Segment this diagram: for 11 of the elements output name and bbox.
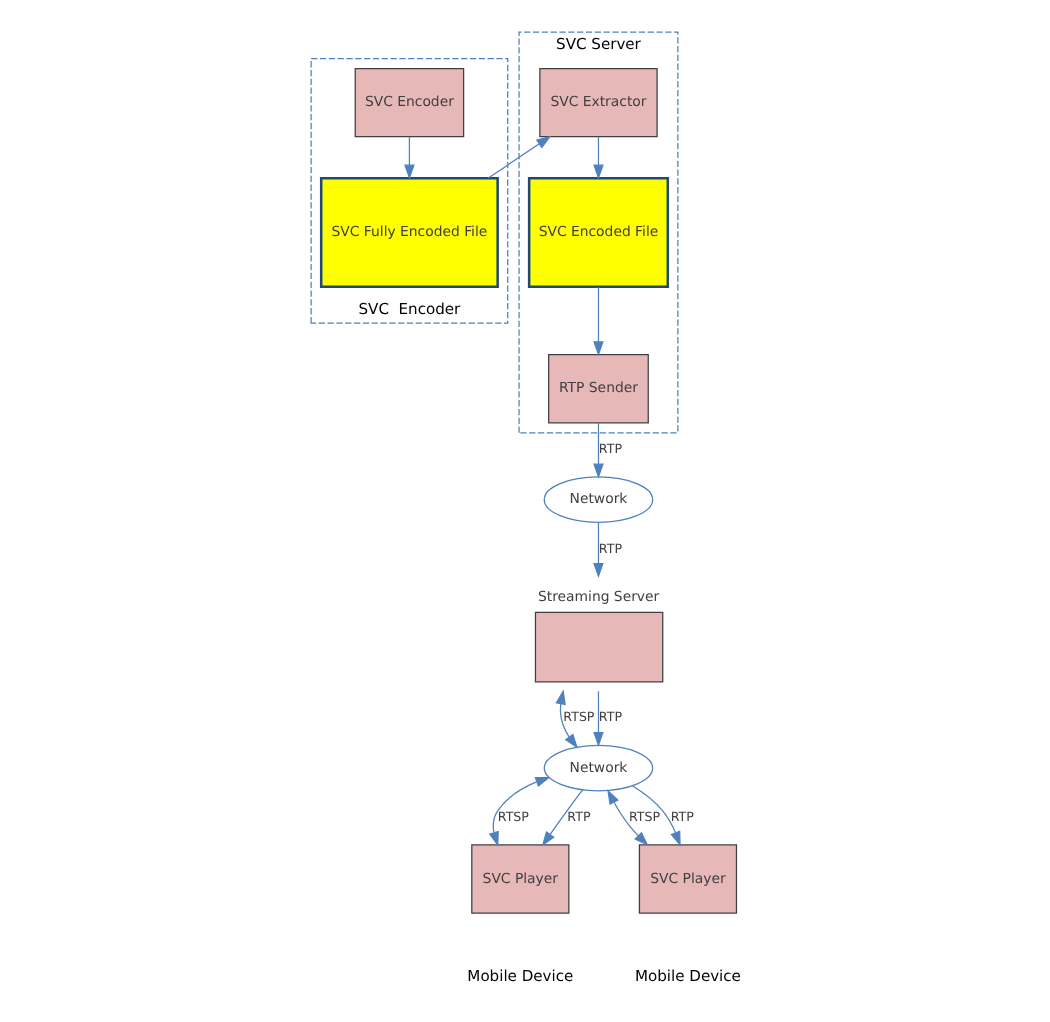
arrow	[403, 136, 414, 180]
arrow	[592, 522, 603, 579]
arrow	[592, 422, 603, 479]
arrow	[554, 689, 578, 749]
arrow	[487, 777, 550, 847]
arrow	[631, 785, 680, 847]
arrow	[540, 789, 583, 847]
arrow	[606, 789, 648, 847]
arrow	[592, 136, 603, 180]
arrow	[592, 690, 603, 748]
arrow	[592, 286, 603, 357]
